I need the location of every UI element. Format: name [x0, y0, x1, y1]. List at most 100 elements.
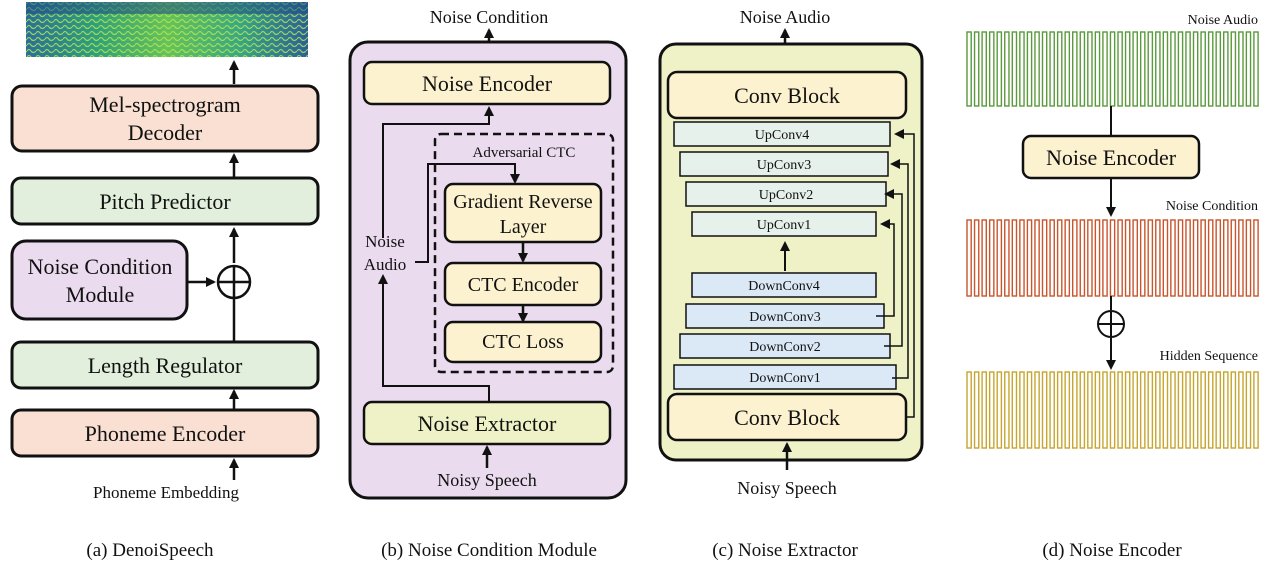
- mel-decoder-box: [10, 84, 320, 153]
- downconv-label: DownConv2: [749, 340, 821, 355]
- upconv-box: [691, 211, 877, 237]
- sequence-bar: [1170, 219, 1176, 297]
- sequence-bar: [1087, 31, 1093, 107]
- sequence-bar: [1147, 31, 1154, 107]
- grl-label-line2: Layer: [500, 216, 547, 238]
- sequence-bar: [1026, 371, 1033, 449]
- noise-audio-bars: [966, 31, 1259, 107]
- sequence-bar: [1079, 371, 1086, 449]
- sequence-bar: [1056, 219, 1063, 297]
- sequence-bar: [1162, 219, 1169, 297]
- sequence-bar: [1185, 31, 1191, 107]
- sequence-bar: [1132, 31, 1138, 107]
- noise-audio-label-d: Noise Audio: [1188, 13, 1258, 28]
- sequence-bar: [1238, 31, 1244, 107]
- upconv-box: [673, 121, 891, 147]
- panel-d: Noise Audio Noise Encoder Noise Conditio…: [966, 13, 1259, 561]
- sequence-bar: [981, 371, 987, 449]
- sequence-bar: [1004, 371, 1010, 449]
- sequence-bar: [1147, 219, 1154, 297]
- sequence-bar: [1185, 371, 1191, 449]
- noise-condition-output-label: Noise Condition: [430, 7, 549, 27]
- sequence-bar: [1109, 371, 1116, 449]
- sequence-bar: [1245, 219, 1252, 297]
- hidden-sequence-bars: [966, 371, 1259, 449]
- upconv-label: UpConv4: [755, 128, 809, 143]
- downconv-box: [685, 303, 885, 329]
- upconv-label: UpConv3: [757, 158, 811, 173]
- sequence-bar: [1139, 371, 1146, 449]
- sequence-bar: [1230, 371, 1237, 449]
- sequence-bar: [973, 371, 980, 449]
- panel-c: Noise Audio Conv Block UpConv4UpConv3UpC…: [658, 7, 924, 561]
- sequence-bar: [1041, 31, 1048, 107]
- skip-connection-arrow: [884, 189, 903, 347]
- sequence-bar: [1034, 31, 1040, 107]
- ncm-label-line2: Module: [66, 282, 134, 307]
- pitch-predictor-label: Pitch Predictor: [99, 189, 231, 214]
- sequence-bar: [988, 31, 995, 107]
- phoneme-encoder-box: [10, 408, 320, 458]
- downconv-label: DownConv4: [748, 279, 820, 294]
- sequence-bar: [1004, 219, 1010, 297]
- sequence-bar: [1124, 31, 1131, 107]
- panel-b: Noise Condition Noise Encoder Adversaria…: [348, 7, 628, 561]
- sequence-bar: [1207, 31, 1214, 107]
- sequence-bar: [996, 31, 1003, 107]
- sequence-bar: [1071, 371, 1078, 449]
- sequence-bar: [1064, 31, 1071, 107]
- sequence-bar: [1177, 219, 1184, 297]
- sequence-bar: [1004, 31, 1010, 107]
- noise-audio-label-line2: Audio: [364, 255, 407, 274]
- sequence-bar: [1185, 219, 1191, 297]
- sequence-bar: [1034, 219, 1040, 297]
- sequence-bar: [996, 219, 1003, 297]
- downconv-label: DownConv1: [749, 371, 821, 386]
- sequence-bar: [1049, 31, 1055, 107]
- noise-audio-label-line1: Noise: [365, 232, 405, 251]
- sequence-bar: [1064, 371, 1071, 449]
- sequence-bar: [1041, 371, 1048, 449]
- sequence-bar: [1155, 371, 1161, 449]
- sequence-bar: [1139, 219, 1146, 297]
- ctc-encoder-label: CTC Encoder: [468, 274, 579, 296]
- sequence-bar: [1102, 31, 1108, 107]
- sequence-bar: [1049, 219, 1055, 297]
- mel-decoder-label-line2: Decoder: [128, 120, 203, 145]
- sequence-bar: [1177, 371, 1184, 449]
- sequence-bar: [1222, 371, 1229, 449]
- sequence-bar: [1177, 31, 1184, 107]
- sequence-bar: [1253, 219, 1259, 297]
- caption-a: (a) DenoiSpeech: [86, 540, 214, 561]
- sequence-bar: [988, 219, 995, 297]
- sequence-bar: [1155, 219, 1161, 297]
- downconv-box: [679, 333, 891, 359]
- skip-connections: [876, 129, 915, 418]
- skip-connection-arrow: [890, 159, 909, 379]
- sequence-bar: [1079, 31, 1086, 107]
- upconv-label: UpConv1: [757, 218, 811, 233]
- caption-b: (b) Noise Condition Module: [381, 540, 597, 561]
- caption-c: (c) Noise Extractor: [712, 540, 858, 561]
- upconv-box: [679, 151, 889, 177]
- ctc-loss-label: CTC Loss: [482, 331, 564, 353]
- sequence-bar: [1102, 219, 1108, 297]
- noisy-speech-label-c: Noisy Speech: [737, 478, 836, 498]
- sequence-bar: [1087, 219, 1093, 297]
- downconv-box: [673, 364, 897, 390]
- sequence-bar: [1117, 219, 1123, 297]
- sequence-bar: [1253, 371, 1259, 449]
- sequence-bar: [1056, 371, 1063, 449]
- sequence-bar: [981, 31, 987, 107]
- sequence-bar: [1245, 31, 1252, 107]
- sequence-bar: [1162, 31, 1169, 107]
- mel-spectrogram-image: [26, 2, 308, 57]
- hidden-sequence-label: Hidden Sequence: [1160, 349, 1258, 364]
- add-operator-d-icon: [1097, 310, 1125, 338]
- noise-extractor-label: Noise Extractor: [418, 411, 557, 436]
- sequence-bar: [1147, 371, 1154, 449]
- upconv-box: [685, 181, 887, 207]
- sequence-bar: [1124, 371, 1131, 449]
- conv-block-bottom-box: [666, 392, 908, 442]
